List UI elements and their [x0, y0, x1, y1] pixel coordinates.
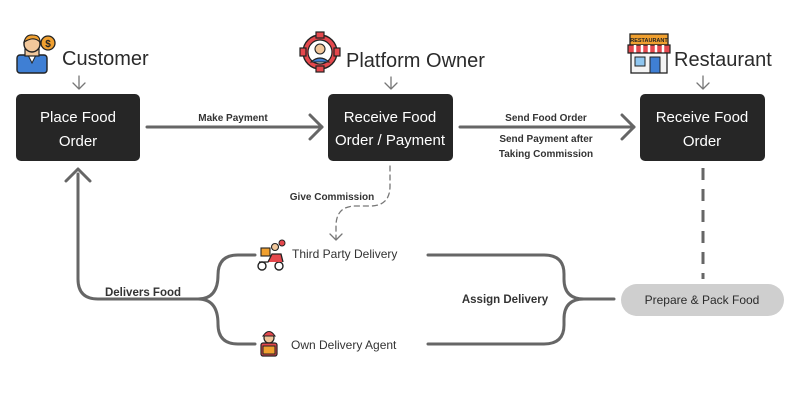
customer-label: Customer	[62, 48, 149, 70]
delivery-agent-icon	[260, 330, 278, 357]
send-order-arrowhead	[620, 113, 636, 141]
send-food-order-label: Send Food Order	[505, 113, 587, 124]
delivers-food-label: Delivers Food	[105, 287, 181, 299]
send-payment-label-line1: Send Payment after	[499, 134, 592, 145]
delivers-food-arrowhead	[64, 167, 92, 183]
place-order-box: Place Food Order	[16, 94, 140, 161]
prepare-pack-pill: Prepare & Pack Food	[621, 284, 784, 316]
restaurant-icon: RESTAURANT	[627, 33, 671, 74]
restaurant-sign-text: RESTAURANT	[630, 38, 668, 44]
assign-to-third-party-connector	[426, 253, 616, 301]
scooter-icon	[257, 239, 286, 271]
dollar-symbol: $	[45, 39, 51, 50]
delivers-food-upper-connector	[76, 172, 257, 301]
delivers-food-lower-connector	[196, 297, 257, 346]
send-payment-label-line2: Taking Commission	[499, 149, 593, 160]
own-delivery-agent-label: Own Delivery Agent	[291, 338, 397, 352]
make-payment-label: Make Payment	[198, 113, 268, 124]
restaurant-receive-line2: Order	[683, 133, 721, 150]
third-party-delivery-label: Third Party Delivery	[292, 247, 397, 261]
give-commission-label: Give Commission	[290, 192, 374, 203]
restaurant-receive-box: Receive Food Order	[640, 94, 765, 161]
restaurant-receive-line1: Receive Food	[656, 109, 749, 126]
platform-receive-box: Receive Food Order / Payment	[328, 94, 453, 161]
give-commission-connector	[335, 165, 391, 240]
platform-receive-line2: Order / Payment	[335, 132, 446, 149]
platform-receive-line1: Receive Food	[344, 109, 437, 126]
prepare-pack-label: Prepare & Pack Food	[645, 293, 760, 307]
assign-delivery-label: Assign Delivery	[462, 294, 549, 306]
place-order-line2: Order	[59, 133, 97, 150]
platform-down-arrowhead	[384, 82, 398, 90]
assign-to-own-agent-connector	[426, 297, 586, 346]
place-order-line1: Place Food	[40, 109, 116, 126]
restaurant-label: Restaurant	[674, 49, 772, 71]
restaurant-down-arrowhead	[696, 82, 710, 90]
give-commission-arrowhead	[329, 233, 343, 241]
platform-owner-icon	[299, 31, 341, 73]
platform-owner-label: Platform Owner	[346, 50, 485, 72]
customer-down-arrowhead	[72, 82, 86, 90]
make-payment-arrowhead	[308, 113, 324, 141]
customer-icon: $	[16, 34, 56, 74]
